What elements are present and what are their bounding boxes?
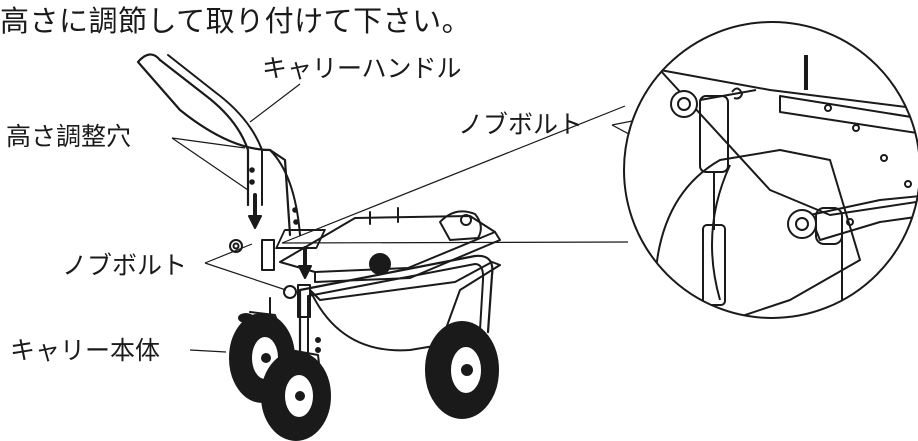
caster-cap [238, 313, 254, 323]
frame-tube [298, 254, 494, 362]
zoom-frame-bar [809, 194, 918, 241]
knob-bolt-icon [229, 239, 243, 253]
knob-bolt-label-left: ノブボルト [62, 251, 188, 280]
handle-side [269, 149, 301, 236]
tank [439, 210, 482, 241]
knob-bolt-center [232, 242, 240, 250]
frame-bolt [315, 337, 321, 343]
zoom-connector-bottom [281, 241, 629, 244]
down-arrow-left-head [248, 215, 262, 229]
tank-cap [460, 214, 472, 226]
instruction-text: 高さに調節して取り付けて下さい。 [0, 4, 472, 38]
caster-bracket [289, 349, 321, 373]
handle-bar-inner [167, 54, 263, 206]
zoom-lower-tube [702, 224, 726, 306]
wheel-rear [425, 321, 499, 419]
handle-socket-left [261, 239, 275, 271]
adjust-hole [249, 179, 255, 185]
zoom-circle [623, 21, 918, 319]
zoom-hole [880, 154, 888, 162]
adjust-hole [293, 219, 299, 225]
knob-bolt-icon [283, 285, 297, 299]
leader-hole-lower [171, 137, 249, 191]
body-shroud [309, 261, 501, 352]
caster-bracket [249, 311, 281, 331]
leader-hole-upper [171, 137, 246, 149]
zoom-connector-top [281, 105, 626, 244]
leader-body [189, 349, 227, 353]
carrier-handle-label: キャリーハンドル [262, 54, 462, 83]
zoom-hole [852, 124, 860, 132]
deck-edge [314, 231, 501, 283]
leader-handle [249, 83, 301, 123]
deck-plate [275, 229, 326, 249]
height-adjust-holes-label: 高さ調整穴 [6, 122, 132, 151]
frame-bolt [315, 347, 321, 353]
frame-tube-inner [307, 263, 485, 361]
wheel-front-right [261, 351, 331, 441]
zoom-shroud-line [711, 164, 731, 301]
adjust-hole [249, 167, 255, 173]
zoom-detail [623, 21, 918, 319]
leader-knob-lower [204, 262, 287, 291]
handle-socket-right [297, 284, 311, 318]
leader-knob-upper [204, 243, 253, 264]
zoom-hole [904, 180, 912, 188]
handle-bar [136, 53, 292, 237]
adjust-hole [292, 207, 298, 213]
carrier-drawing [136, 53, 501, 441]
zoom-knob-bolt-upper [670, 90, 698, 118]
caster-cap [280, 358, 296, 368]
zoom-hole [824, 104, 832, 112]
zoom-clip [731, 87, 743, 100]
carrier-body-label: キャリー本体 [10, 336, 161, 365]
knob-bolt-label-right: ノブボルト [458, 110, 584, 139]
zoom-shroud [653, 149, 861, 318]
zoom-edge [699, 89, 757, 101]
zoom-deck [659, 69, 918, 216]
zoom-hole [846, 218, 854, 226]
zoom-rail [779, 95, 918, 136]
deck-hub [369, 253, 391, 275]
